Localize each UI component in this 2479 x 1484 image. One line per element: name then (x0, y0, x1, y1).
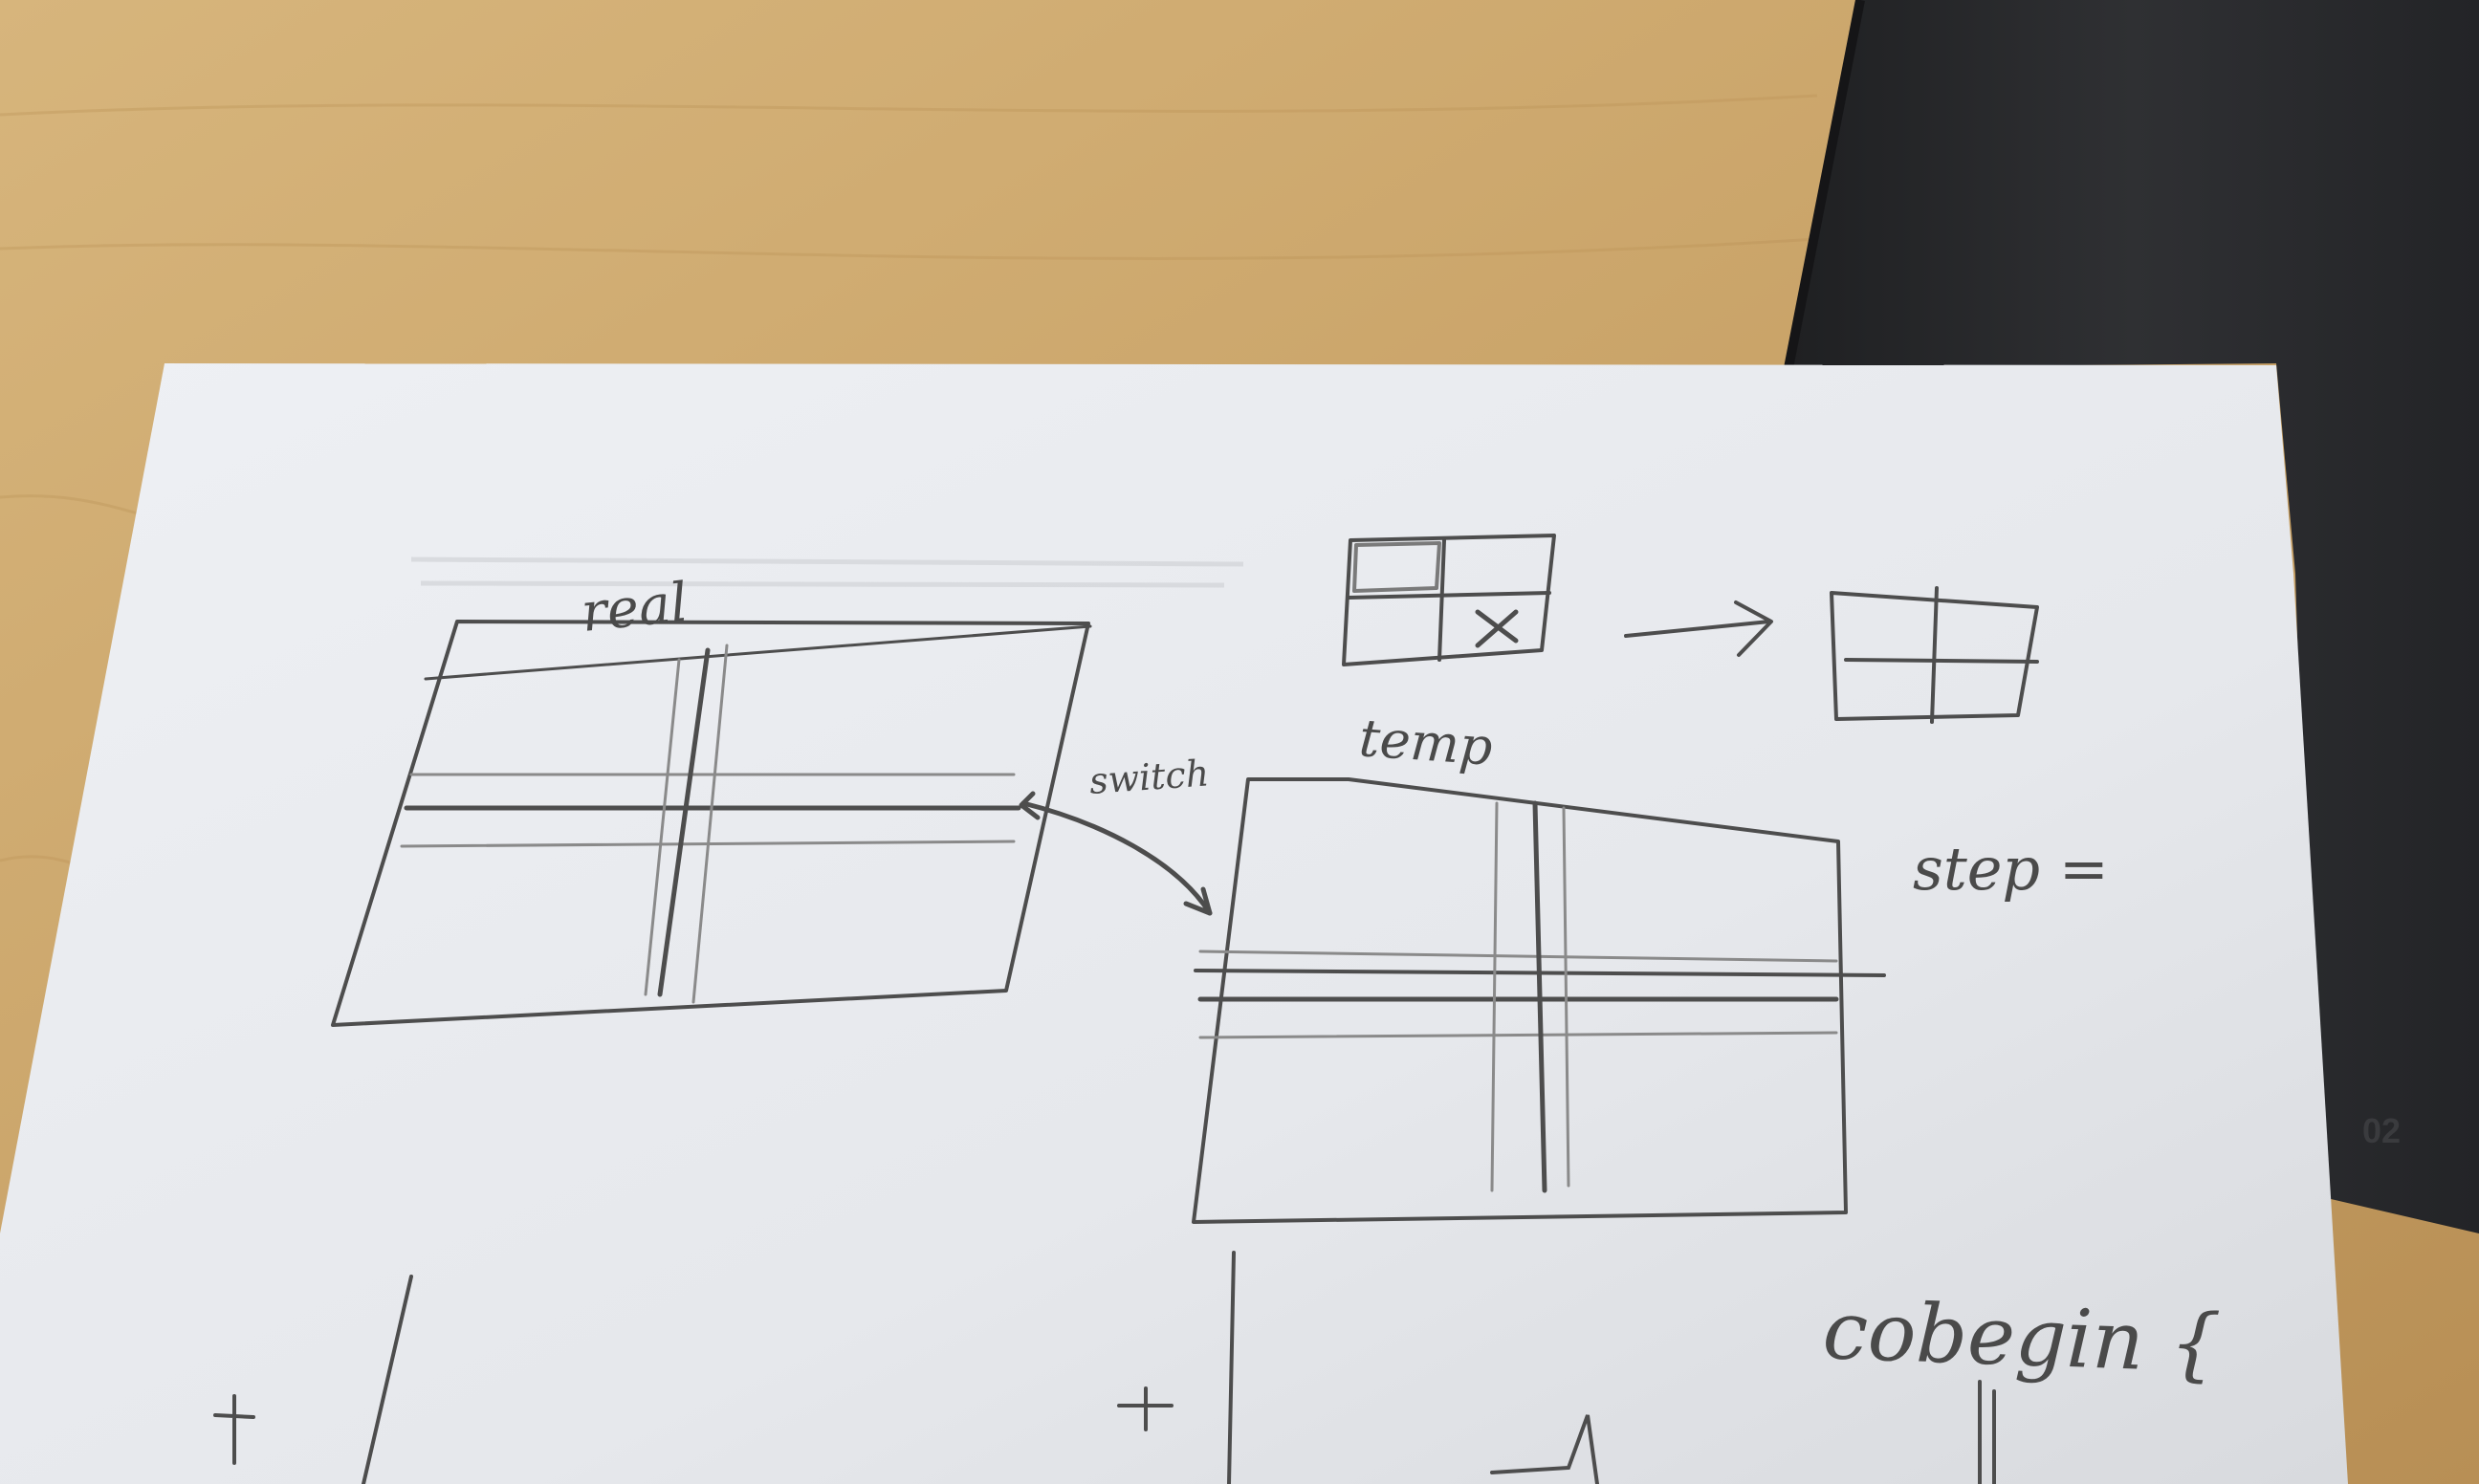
small-grid-before (1342, 534, 1556, 666)
label-cobegin: cobegin { (1821, 1283, 2222, 1390)
small-grid-after (1830, 586, 2039, 724)
label-temp: temp (1357, 708, 1494, 777)
paper-sheet (0, 363, 2348, 1484)
label-step: step = (1913, 834, 2109, 904)
grid-real (331, 620, 1092, 1027)
label-real: real (579, 572, 691, 644)
grid-temp (1192, 777, 1886, 1224)
desk-grain (0, 94, 1818, 885)
switch-arrow (1019, 791, 1213, 916)
bottom-partial-marks (213, 1251, 1996, 1484)
label-switch: switch (1088, 752, 1211, 802)
black-tray-edge (1784, 0, 1865, 369)
transform-arrow (1624, 600, 1773, 657)
tray-label: 02 (2362, 1111, 2401, 1150)
pencil-sketch (331, 534, 2039, 1224)
show-through-marks (410, 556, 1244, 588)
